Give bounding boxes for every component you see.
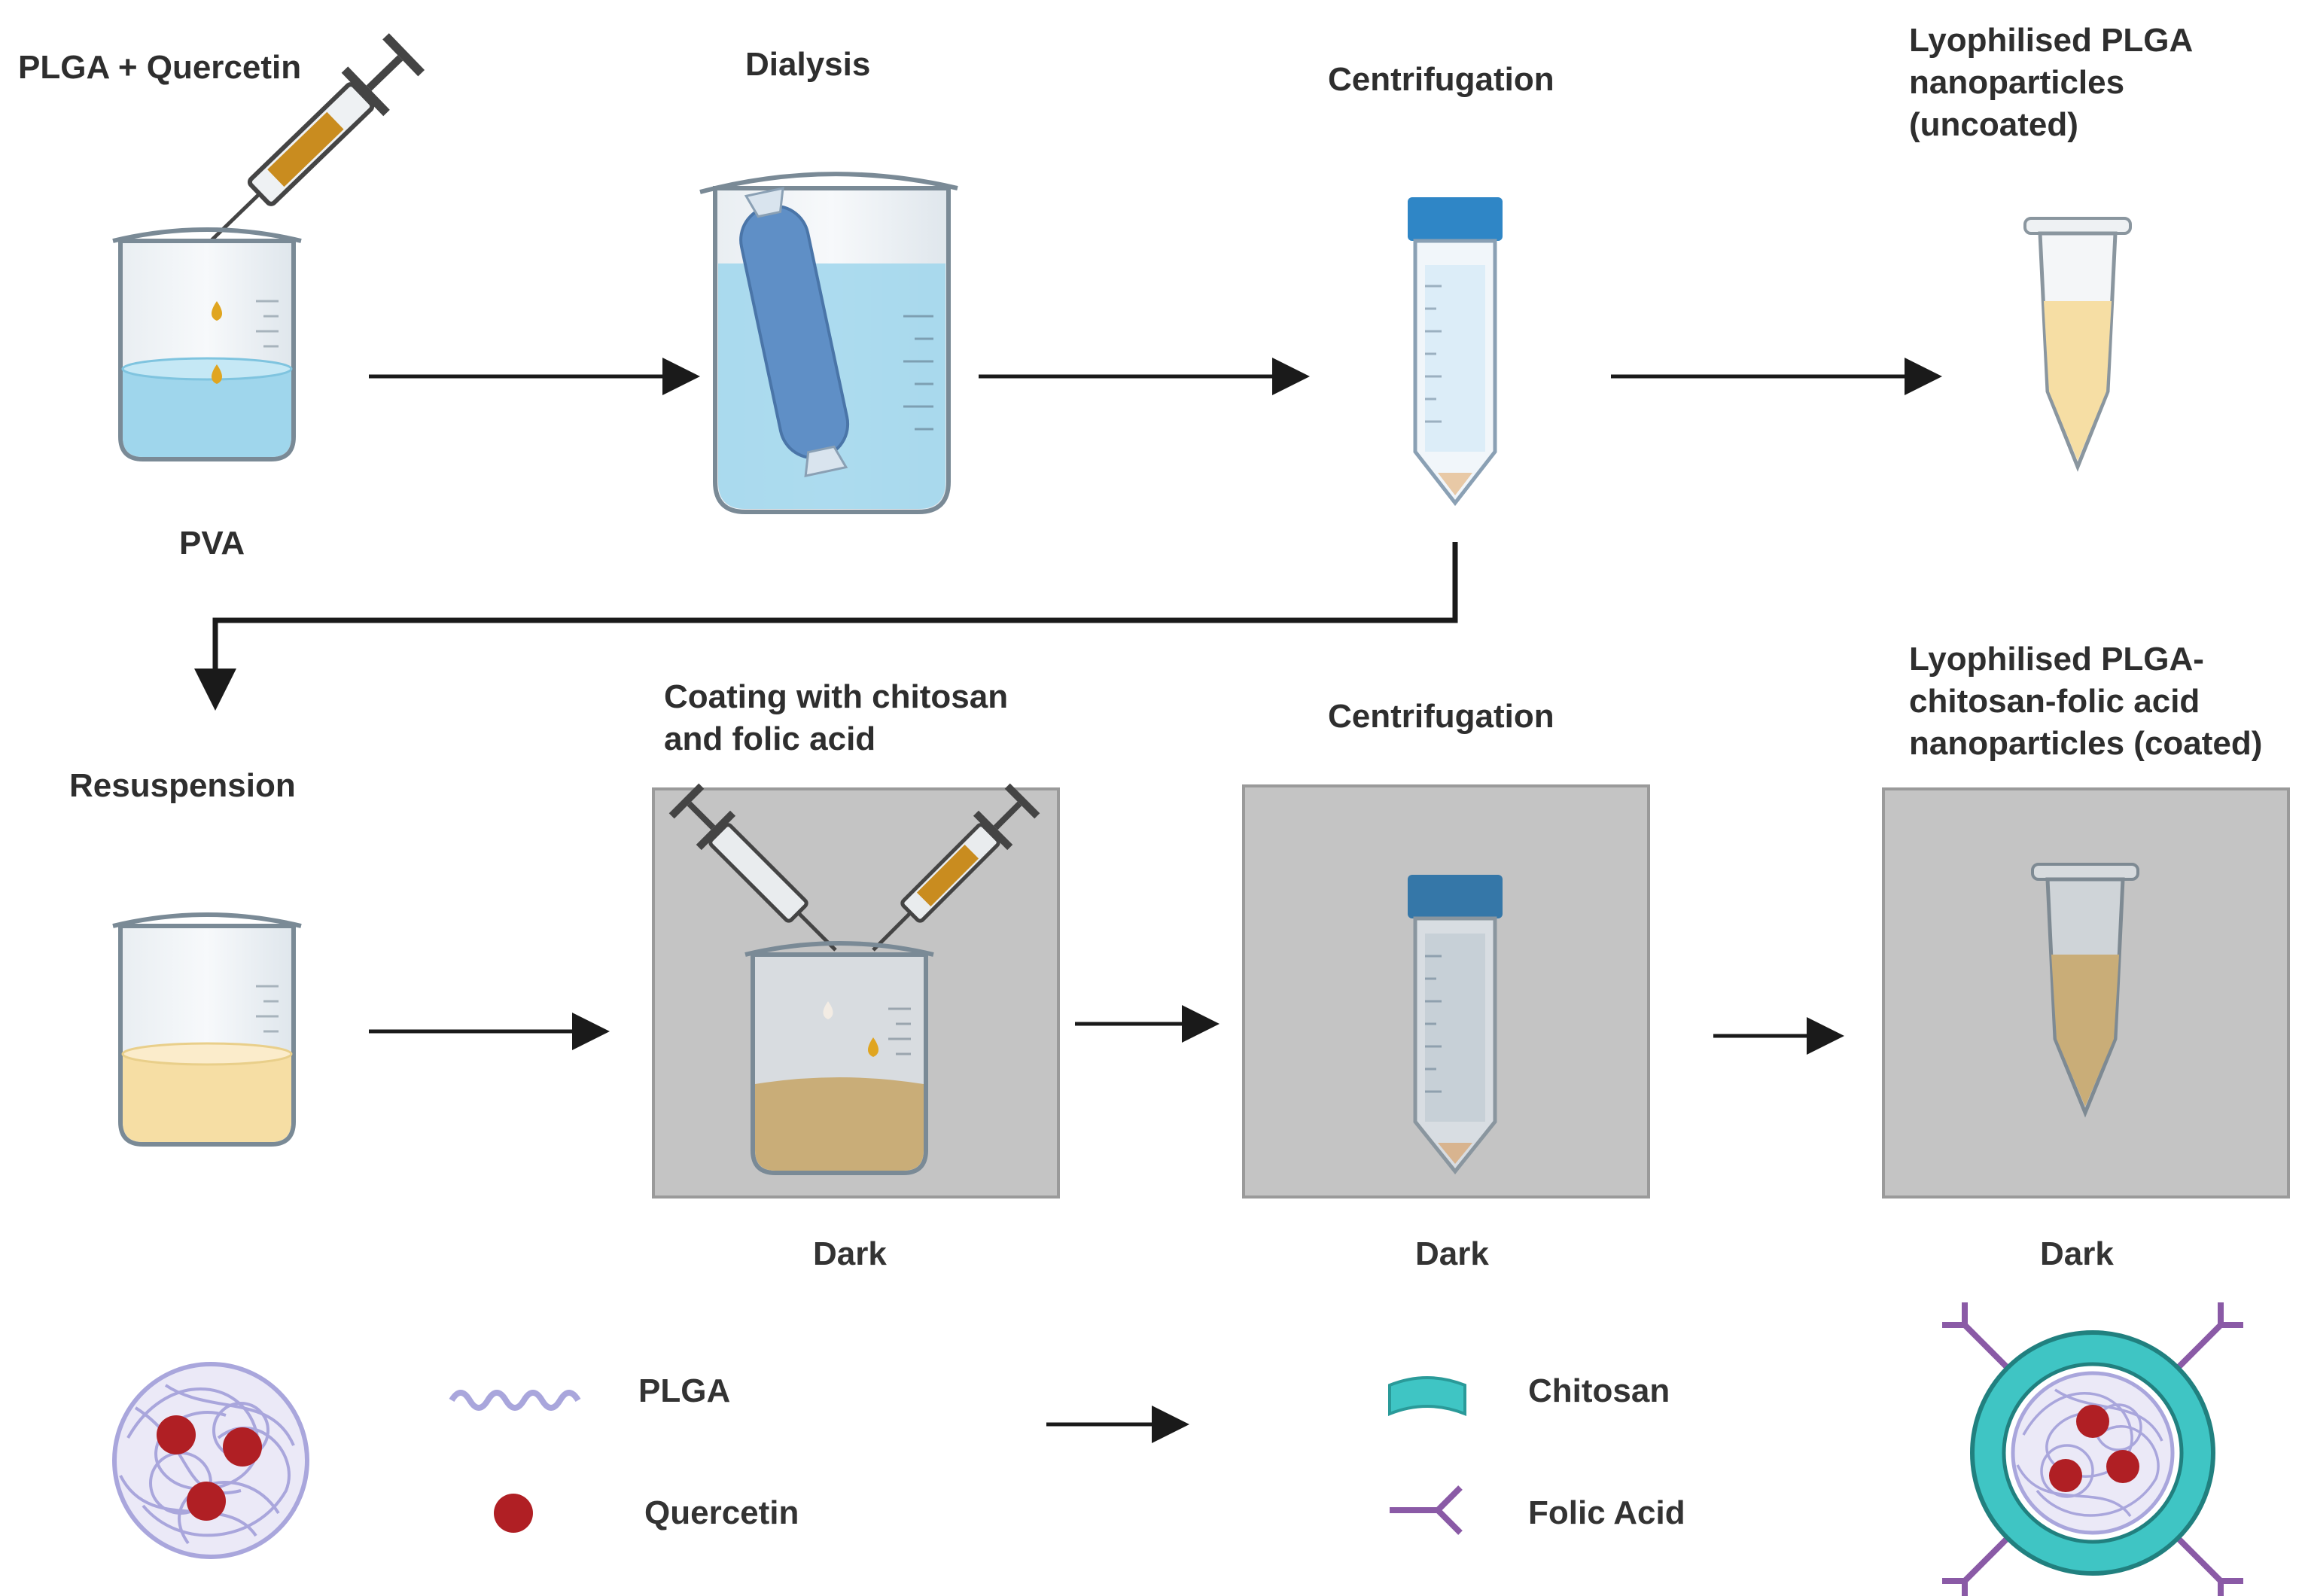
step1-illustration	[112, 33, 425, 461]
falcon-tube-icon	[1408, 197, 1503, 507]
step1-caption: PVA	[179, 525, 245, 562]
step3-title: Centrifugation	[1328, 61, 1554, 98]
step2-illustration	[699, 172, 958, 514]
step2-title: Dialysis	[745, 46, 870, 83]
step8-caption: Dark	[2040, 1235, 2114, 1272]
step1-title: PLGA + Quercetin	[18, 49, 301, 86]
step4-title-line2: nanoparticles	[1909, 64, 2124, 101]
beaker-icon	[744, 941, 934, 1175]
step4-title: Lyophilised PLGA nanoparticles (uncoated…	[1909, 22, 2201, 143]
nanoparticle-icon	[1942, 1302, 2243, 1596]
step7-title: Centrifugation	[1328, 698, 1554, 735]
step6-title: Coating with chitosan and folic acid	[664, 678, 1017, 757]
step8-title: Lyophilised PLGA- chitosan-folic acid na…	[1909, 641, 2262, 762]
falcon-tube-icon	[1408, 875, 1503, 1174]
step6-illustration	[668, 783, 1040, 1175]
plga-legend-icon	[449, 1390, 581, 1411]
step6-title-line2: and folic acid	[664, 720, 875, 757]
syringe-icon	[209, 33, 425, 242]
step6-caption: Dark	[813, 1235, 887, 1272]
arrow-step3-to-step5	[194, 542, 1458, 711]
step8-title-line2: chitosan-folic acid	[1909, 683, 2200, 720]
folic-acid-legend-icon	[1390, 1485, 1463, 1535]
step4-title-line1: Lyophilised PLGA	[1909, 22, 2193, 59]
legend-chitosan-label: Chitosan	[1528, 1372, 1670, 1409]
beaker-icon	[112, 912, 302, 1147]
step6-title-line1: Coating with chitosan	[664, 678, 1008, 715]
eppendorf-tube-icon	[2023, 217, 2132, 472]
chitosan-legend-icon	[1388, 1376, 1466, 1416]
syringe-icon	[872, 783, 1040, 952]
legend-quercetin-label: Quercetin	[644, 1494, 799, 1531]
step5-title: Resuspension	[69, 767, 296, 804]
step8-title-line3: nanoparticles (coated)	[1909, 725, 2262, 762]
syringe-icon	[668, 783, 837, 952]
step4-title-line3: (uncoated)	[1909, 106, 2078, 143]
eppendorf-tube-icon	[2031, 863, 2139, 1118]
beaker-icon	[112, 227, 302, 461]
quercetin-legend-icon	[494, 1494, 533, 1533]
legend-plga-label: PLGA	[638, 1372, 730, 1409]
step8-title-line1: Lyophilised PLGA-	[1909, 641, 2204, 678]
dialysis-bag-icon	[739, 187, 850, 477]
step7-caption: Dark	[1415, 1235, 1489, 1272]
nanoparticle-icon	[112, 1362, 309, 1559]
legend-folic-acid-label: Folic Acid	[1528, 1494, 1685, 1531]
